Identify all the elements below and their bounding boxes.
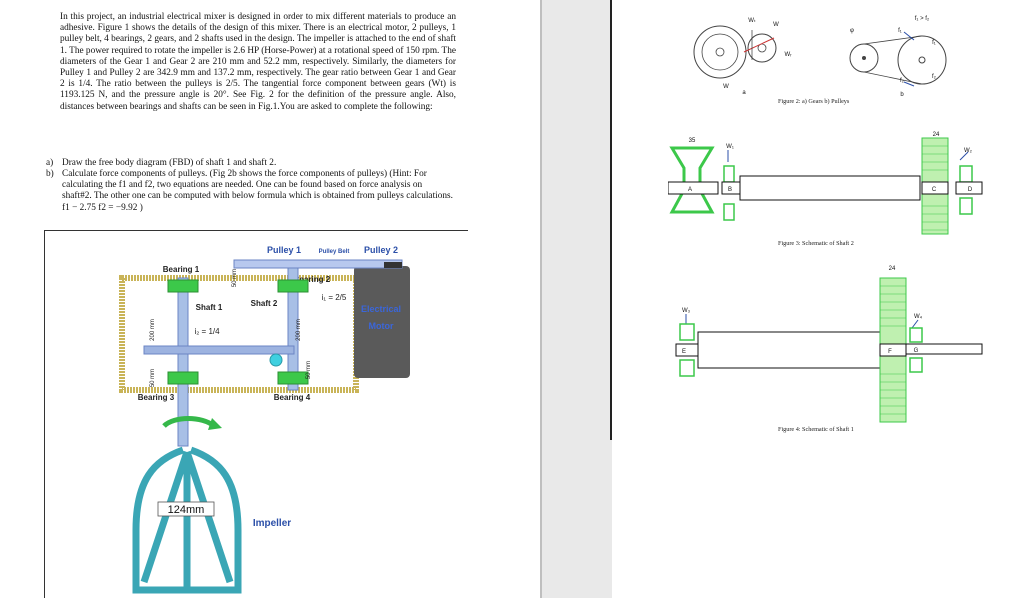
fig3-w1: W₁ [726,144,734,150]
gear-2 [269,353,283,367]
dim-200-right: 200 mm [296,319,302,341]
fig3-c: C [932,187,937,193]
right-page-border [610,0,612,440]
motor-label-2: Motor [369,321,394,331]
impeller-label: Impeller [253,518,291,529]
bearing1-label: Bearing 1 [163,265,200,274]
label-f2-right: f₂ [932,74,937,80]
dim-200-left: 200 mm [150,319,156,341]
fig3-shaft-body [739,175,921,201]
page-separator [540,0,542,598]
motor-label-1: Electrical [361,304,401,314]
label-wt: Wₜ [748,18,756,24]
fig4-dim-24: 24 [889,266,896,272]
fig3-b: B [728,187,732,193]
task-a-label: a) [46,158,54,168]
fig4-w4: W₄ [914,314,923,320]
pulley2-label: Pulley 2 [364,245,398,255]
label-w-bottom: W [723,84,729,90]
fig4-g: G [914,348,919,354]
figure1-mixer-diagram: Electrical Motor Pulley 1 Pulley Belt Pu… [44,230,468,598]
problem-intro: In this project, an industrial electrica… [60,12,456,112]
label-b: b [900,92,904,98]
dim-50-right: 50 mm [306,361,312,379]
fig3-a: A [688,187,692,193]
label-f1-right: f₁ [932,40,936,46]
fig3-dim-24: 24 [933,132,940,138]
bearing4-label: Bearing 4 [274,393,311,402]
label-f1-gt-f2: f₁ > f₂ [915,16,930,22]
fig4-f: F [888,349,892,355]
figure2-caption: Figure 2: a) Gears b) Pulleys [778,98,850,105]
fig4-bearing-g [909,327,923,343]
shaft-2 [287,267,299,391]
gear-a-large [693,25,747,79]
figure3-shaft2-schematic: 35 24 W₁ W₂ A B C D [668,132,983,235]
figure4-shaft1-schematic: 24 W₃ W₄ E F G [675,266,983,423]
page-gutter [542,0,612,598]
fig4-bearing-e [679,323,695,341]
bearing-1 [167,279,199,293]
label-a: a [742,90,746,96]
impeller-dim: 124mm [168,504,205,516]
figure4-caption: Figure 4: Schematic of Shaft 1 [778,426,854,433]
fig4-e: E [682,349,686,355]
label-wr: Wᵣ [784,52,792,58]
label-w: W [773,22,779,28]
bearing2-label: Bearing 2 [294,275,331,284]
label-phi: φ [850,28,854,34]
shaft1-label: Shaft 1 [196,303,223,312]
pulley-belt-label: Pulley Belt [319,249,350,255]
fig3-dim-35: 35 [689,138,696,144]
fig3-w2: W₂ [964,148,973,154]
fig3-d: D [968,187,973,193]
electrical-motor [354,266,410,378]
bearing3-label: Bearing 3 [138,393,175,402]
fig3-bearing-d [959,165,973,183]
pulley-b-large [897,35,947,85]
gear-1 [143,345,295,355]
document-page-right: Wₜ W Wᵣ W a φ f₁ f₁ f₂ f₂ f₁ > f₂ b Figu… [612,0,1024,598]
impeller [132,446,242,594]
ratio-i2: i₂ = 1/4 [194,327,220,336]
fig4-w3: W₃ [682,308,691,314]
pulley-belt [233,259,403,269]
fig3-pulley [669,146,715,214]
figure2-gears-pulleys: Wₜ W Wᵣ W a φ f₁ f₁ f₂ f₂ f₁ > f₂ b [693,16,947,98]
bearing-2 [277,279,309,293]
fig3-bearing-b [723,165,735,183]
dim-50-top: 50 mm [232,269,238,287]
task-a-text: Draw the free body diagram (FBD) of shaf… [62,158,277,168]
shaft2-label: Shaft 2 [251,299,278,308]
ratio-i1: i₁ = 2/5 [322,293,347,302]
figure3-caption: Figure 3: Schematic of Shaft 2 [778,240,854,247]
fig4-shaft-body [697,331,881,369]
impeller-dim-box [157,501,215,517]
label-f2: f₂ [900,78,905,84]
dim-50-left: 50 mm [150,369,156,387]
shaft-1 [177,277,189,447]
bearing-4 [277,371,309,385]
pulley1-label: Pulley 1 [267,245,301,255]
bearing-3 [167,371,199,385]
task-b-label: b) [46,169,54,179]
gear-a-small [747,33,777,63]
document-page-left: In this project, an industrial electrica… [44,12,468,598]
task-b-text: Calculate force components of pulleys. (… [62,169,453,213]
label-f1: f₁ [898,28,902,34]
